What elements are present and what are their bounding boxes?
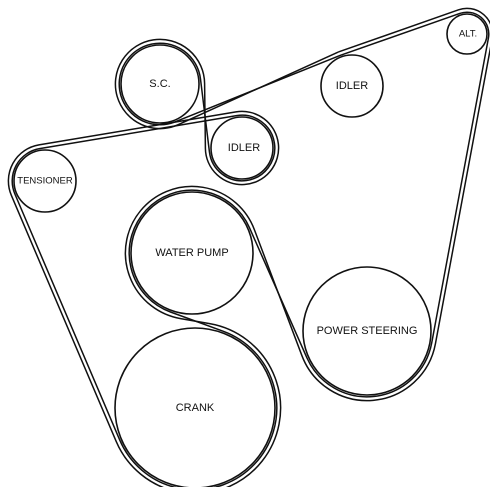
pulley-crank-label: CRANK (176, 402, 215, 414)
belt-outer-edge (11, 11, 490, 487)
pulley-idler-top: IDLER (320, 54, 384, 118)
pulley-tensioner: TENSIONER (13, 149, 77, 213)
pulley-alt-label: ALT. (459, 29, 477, 40)
pulley-idler-mid-label: IDLER (228, 142, 260, 154)
pulley-sc-label: S.C. (149, 78, 170, 90)
belt-inner-edge (7, 7, 490, 487)
pulley-tensioner-label: TENSIONER (17, 176, 73, 187)
pulley-power-steering-label: POWER STEERING (317, 325, 418, 337)
pulley-idler-top-label: IDLER (336, 80, 368, 92)
pulley-water-pump: WATER PUMP (130, 191, 254, 315)
pulley-power-steering: POWER STEERING (302, 266, 432, 396)
pulley-alt: ALT. (446, 13, 488, 55)
pulley-water-pump-label: WATER PUMP (155, 247, 228, 259)
pulley-sc: S.C. (120, 44, 200, 124)
serpentine-belt (7, 7, 490, 487)
pulley-crank: CRANK (114, 327, 276, 487)
pulley-idler-mid: IDLER (210, 116, 274, 180)
